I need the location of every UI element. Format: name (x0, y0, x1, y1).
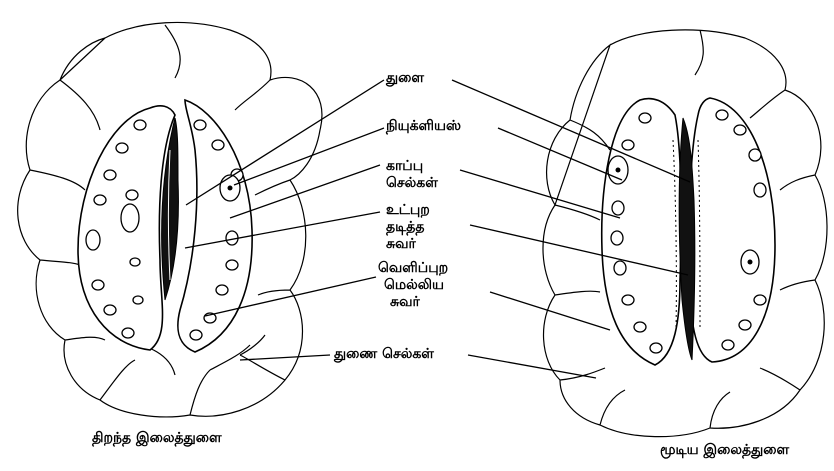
label-subsidiary-cells: துணை செல்கள் (334, 346, 434, 363)
label-outer-wall: வெளிப்புற மெல்லிய சுவர் (378, 260, 448, 311)
label-guard-cells: காப்பு செல்கள் (386, 158, 438, 192)
label-outer-wall-line3: சுவர் (378, 294, 448, 311)
label-inner-wall-line2: தடித்த (386, 219, 430, 236)
label-inner-wall: உட்புற தடித்த சுவர் (386, 202, 430, 253)
label-pore: துளை (386, 70, 424, 87)
label-outer-wall-line2: மெல்லிய (378, 277, 448, 294)
caption-open-stoma: திறந்த இலைத்துளை (92, 430, 222, 448)
label-guard-cells-line1: காப்பு (386, 158, 438, 175)
label-outer-wall-line1: வெளிப்புற (378, 260, 448, 277)
closed-right-guard-cell (689, 98, 775, 362)
label-nucleus: நியுக்ளியஸ் (386, 118, 461, 135)
label-inner-wall-line1: உட்புற (386, 202, 430, 219)
label-inner-wall-line3: சுவர் (386, 236, 430, 253)
label-guard-cells-line2: செல்கள் (386, 175, 438, 192)
caption-closed-stoma: மூடிய இலைத்துளை (660, 442, 789, 460)
